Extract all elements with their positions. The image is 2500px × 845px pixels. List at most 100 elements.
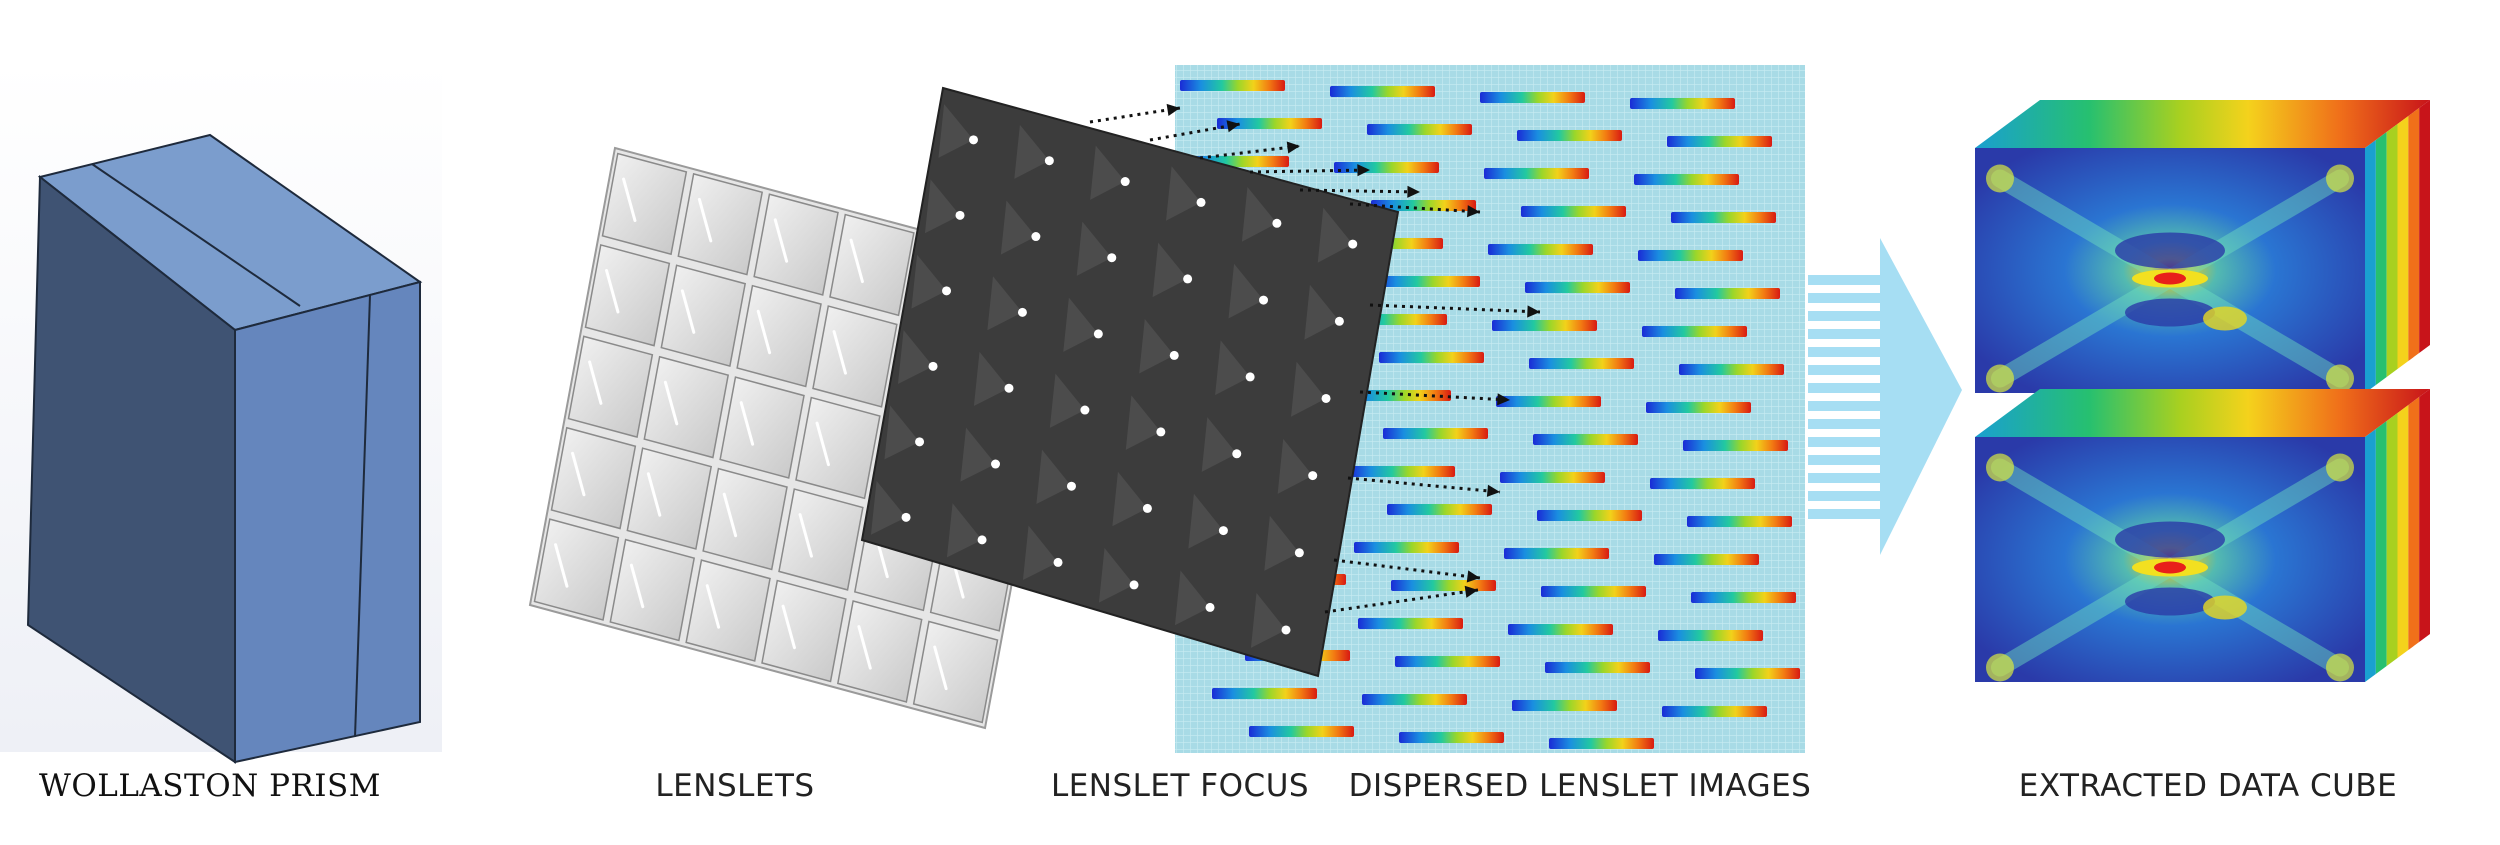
arrow-head	[1286, 141, 1300, 154]
spectrum-strip	[1354, 542, 1459, 553]
focus-ray	[938, 104, 974, 158]
focus-dot	[1205, 602, 1215, 612]
cube-speckle-arm	[1991, 269, 2179, 388]
focus-dot	[1321, 393, 1331, 403]
cube-speckle-spot	[2326, 164, 2354, 193]
lenslet	[812, 305, 898, 408]
focus-dot	[1183, 274, 1193, 284]
spectrum-strip	[1630, 98, 1735, 109]
focus-ray	[924, 179, 961, 234]
spectrum-strip	[1367, 124, 1472, 135]
focus-ray	[1036, 449, 1072, 504]
lenslet-glint	[663, 380, 679, 426]
lenslet-glint	[857, 625, 872, 670]
lenslet-glint	[622, 177, 637, 223]
lenslet	[533, 518, 620, 621]
arrow-head	[1166, 103, 1180, 116]
spectrum-strip	[1492, 320, 1597, 331]
lenslet	[795, 396, 881, 500]
cube-dark-lobe	[2115, 232, 2225, 269]
focus-ray	[1090, 145, 1126, 200]
spectrum-strip	[1500, 472, 1605, 483]
focus-dot	[1017, 307, 1027, 317]
label-lenslet-focus: LENSLET FOCUS	[1050, 768, 1310, 804]
spectrum-strip	[1217, 118, 1322, 129]
lenslet-glint	[933, 645, 948, 691]
focus-ray	[946, 503, 983, 558]
arrow-head	[1486, 484, 1500, 497]
focus-ray	[987, 276, 1023, 331]
label-wollaston-prism: WOLLASTON PRISM	[38, 768, 382, 804]
spectrum-strip	[1375, 276, 1480, 287]
focus-dot	[968, 135, 978, 145]
spectrum-strip	[1362, 694, 1467, 705]
focus-ray	[1014, 124, 1050, 179]
lenslet	[702, 467, 788, 571]
wollaston-prism-icon	[0, 62, 442, 764]
arrow-stripe	[1808, 437, 1882, 447]
focus-dot	[1129, 580, 1139, 590]
arrow-stripe	[1808, 365, 1882, 375]
spectrum-strip	[1180, 80, 1285, 91]
spectrum-strip	[1662, 706, 1767, 717]
focus-dot	[942, 286, 952, 296]
spectrum-strip	[1330, 86, 1435, 97]
lenslet-glint	[798, 513, 813, 558]
focus-ray	[1152, 242, 1188, 298]
extracted-data-cubes	[1975, 100, 2430, 682]
dotted-arrow	[1199, 144, 1301, 160]
spectrum-strip	[1687, 516, 1792, 527]
cube-side-band	[2365, 140, 2376, 393]
cube-core-peak	[2154, 561, 2186, 574]
cube-side-band	[2386, 124, 2398, 377]
lenslet-glint	[680, 289, 696, 334]
focus-dot	[1066, 481, 1076, 491]
spectrum-strip	[1537, 510, 1642, 521]
spectrum-strip	[1650, 478, 1755, 489]
arrow-head	[1407, 185, 1420, 198]
focus-dot	[1259, 295, 1269, 305]
focus-ray	[1250, 592, 1287, 648]
spectrum-strip	[1379, 352, 1484, 363]
arrow-stripe	[1808, 401, 1882, 411]
focus-dot	[1120, 177, 1130, 187]
lenslet-glint	[722, 492, 738, 538]
spectrum-strip	[1387, 504, 1492, 515]
cube-side-band	[2408, 108, 2420, 361]
focus-dot	[1080, 405, 1090, 415]
cube-top	[1975, 100, 2430, 148]
spectrum-strip	[1508, 624, 1613, 635]
cube-speckle-arm	[2161, 269, 2349, 388]
focus-dot	[1093, 329, 1103, 339]
focus-ray	[1139, 319, 1175, 374]
cube-side-band	[2375, 132, 2387, 385]
arrow-stripe	[1808, 509, 1882, 519]
lenslet-glint	[739, 401, 755, 446]
spectrum-strip	[1541, 586, 1646, 597]
spectrum-strip	[1346, 390, 1451, 401]
focus-ray	[1174, 570, 1211, 626]
focus-dot	[1245, 372, 1255, 382]
cube-top	[1975, 389, 2430, 437]
arrow-head	[1497, 393, 1510, 406]
lenslet	[660, 264, 747, 367]
focus-ray	[1166, 166, 1202, 221]
focus-dot	[1308, 471, 1318, 481]
lenslet	[609, 538, 696, 642]
lenslet	[829, 213, 915, 317]
focus-dot	[1044, 156, 1054, 166]
focus-dot	[1232, 449, 1242, 459]
spectrum-strip	[1249, 726, 1354, 737]
focus-ray	[1317, 207, 1353, 263]
cube-side-band	[2419, 100, 2430, 353]
cube-speckle-spot	[2326, 653, 2354, 682]
focus-ray	[1241, 187, 1277, 242]
lenslet-glint	[832, 330, 847, 375]
dotted-arrow	[1347, 476, 1501, 494]
focus-dot	[977, 535, 987, 545]
focus-dot	[1142, 503, 1152, 513]
spectrum-strip	[1638, 250, 1743, 261]
arrow-stripe	[1808, 455, 1882, 465]
cube-dark-lobe	[2125, 587, 2215, 616]
lenslet	[550, 426, 637, 530]
